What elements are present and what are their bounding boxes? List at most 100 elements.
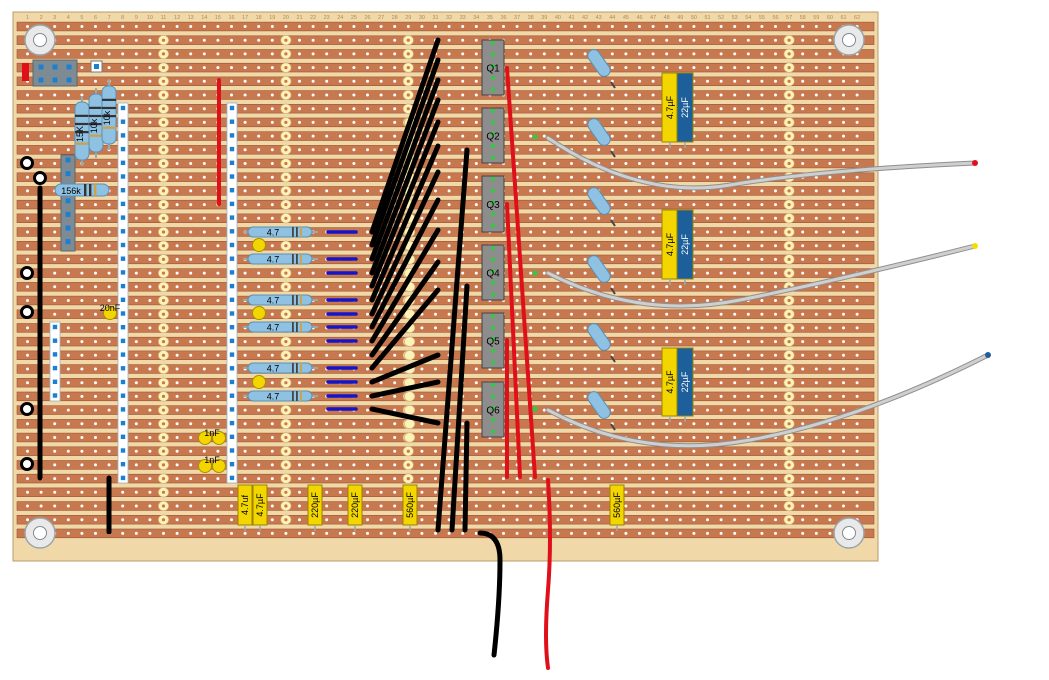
strip-hole	[134, 38, 138, 42]
strip-hole	[474, 299, 478, 302]
strip-hole	[366, 394, 369, 398]
header-pin	[120, 133, 126, 138]
copper-strip	[16, 514, 875, 525]
strip-hole	[175, 381, 179, 385]
strip-hole	[542, 340, 546, 344]
strip-hole	[66, 285, 70, 289]
strip-hole	[665, 340, 669, 344]
mounting-hole-center	[842, 33, 856, 47]
strip-hole	[66, 381, 70, 385]
strip-hole	[665, 175, 669, 179]
strip-hole	[719, 463, 723, 467]
strip-hole	[243, 38, 247, 42]
strip-hole	[760, 216, 764, 220]
track-cut-hole	[284, 381, 288, 385]
resistor-band	[300, 391, 302, 401]
strip-hole	[243, 285, 247, 289]
strip-hole	[311, 162, 315, 165]
resistor-icon	[88, 88, 104, 158]
strip-hole	[352, 52, 356, 56]
strip-hole	[774, 203, 777, 207]
strip-hole	[842, 463, 845, 467]
resistor-band	[102, 106, 116, 110]
strip-hole	[556, 38, 560, 42]
strip-hole	[624, 531, 628, 535]
strip-hole	[461, 271, 465, 275]
strip-hole	[175, 531, 179, 535]
strip-hole	[175, 312, 179, 316]
track-cut	[404, 336, 416, 347]
strip-hole	[366, 203, 369, 207]
strip-hole	[624, 257, 628, 261]
strip-hole	[610, 134, 614, 138]
strip-hole	[842, 257, 845, 261]
strip-hole	[379, 449, 383, 453]
strip-hole	[420, 504, 424, 508]
strip-hole	[529, 25, 533, 28]
track-cut-hole	[161, 52, 166, 56]
strip-hole	[733, 79, 737, 83]
strip-hole	[542, 244, 546, 248]
wire-icon	[449, 283, 470, 533]
strip-hole	[202, 66, 206, 70]
strip-hole	[638, 504, 641, 508]
strip-hole	[556, 257, 560, 261]
strip-hole	[760, 367, 764, 371]
strip-hole	[243, 216, 247, 220]
strip-hole	[583, 52, 587, 56]
track-cut-hole	[787, 422, 791, 426]
strip-hole	[842, 66, 845, 70]
strip-hole	[651, 244, 655, 248]
copper-strip	[16, 145, 875, 155]
strip-hole	[461, 422, 465, 426]
strip-hole	[828, 312, 832, 316]
strip-hole	[325, 93, 329, 97]
strip-hole	[270, 38, 274, 42]
strip-hole	[53, 148, 57, 152]
strip-hole	[26, 394, 29, 398]
track-cut-hole	[284, 463, 288, 467]
strip-hole	[855, 134, 859, 138]
strip-hole	[801, 134, 805, 138]
transistor-pin	[491, 75, 495, 80]
strip-hole	[311, 449, 315, 453]
column-number: 40	[555, 15, 561, 21]
strip-hole	[529, 230, 533, 234]
strip-hole	[175, 25, 179, 28]
strip-hole	[638, 216, 641, 220]
strip-hole	[570, 38, 573, 42]
strip-hole	[175, 449, 179, 453]
strip-hole	[760, 408, 764, 412]
strip-hole	[338, 422, 342, 426]
column-number: 28	[392, 15, 398, 21]
strip-hole	[651, 257, 655, 261]
strip-hole	[298, 216, 301, 220]
strip-hole	[80, 463, 84, 467]
strip-hole	[270, 353, 274, 357]
strip-hole	[134, 107, 138, 111]
strip-hole	[270, 25, 274, 28]
strip-hole	[828, 381, 832, 385]
strip-hole	[828, 148, 832, 152]
strip-hole	[189, 134, 193, 138]
strip-hole	[26, 148, 29, 152]
strip-hole	[583, 531, 587, 535]
strip-hole	[393, 477, 397, 481]
strip-hole	[53, 203, 57, 207]
strip-hole	[746, 120, 750, 124]
strip-hole	[175, 518, 179, 522]
strip-hole	[515, 299, 519, 302]
strip-hole	[556, 25, 560, 28]
strip-hole	[651, 449, 655, 453]
connector-pin	[65, 211, 71, 217]
strip-hole	[66, 134, 70, 138]
strip-hole	[542, 38, 546, 42]
strip-hole	[420, 25, 424, 28]
strip-hole	[774, 531, 777, 535]
strip-hole	[638, 422, 641, 426]
strip-hole	[447, 134, 451, 138]
strip-hole	[692, 326, 696, 330]
strip-hole	[638, 230, 641, 234]
strip-hole	[570, 244, 573, 248]
